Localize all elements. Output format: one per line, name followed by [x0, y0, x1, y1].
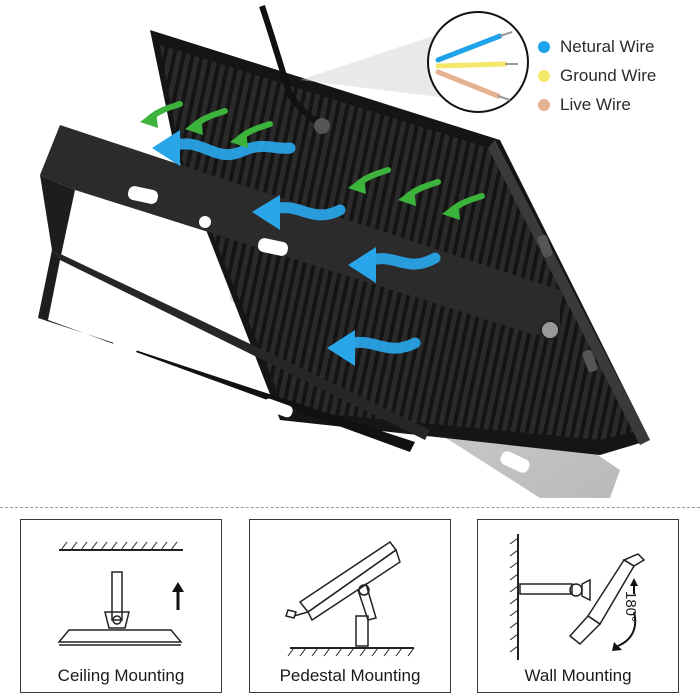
airflow-warm-arrowheads — [140, 110, 460, 220]
legend-item-neutral: Netural Wire — [538, 32, 698, 61]
legend-item-ground: Ground Wire — [538, 61, 698, 90]
wire-legend: Netural Wire Ground Wire Live Wire — [538, 32, 698, 119]
legend-item-live: Live Wire — [538, 90, 698, 119]
ceiling-mounting-label: Ceiling Mounting — [57, 666, 185, 685]
ground-wire-dot — [538, 69, 550, 82]
ceiling-mounting-diagram — [57, 541, 184, 646]
neutral-wire-dot — [538, 40, 550, 53]
wall-mounting-panel: 180° Wall Mounting — [477, 519, 679, 693]
legend-label: Netural Wire — [560, 36, 655, 56]
rotate-arrow-icon — [612, 578, 638, 651]
ceiling-mounting-panel: Ceiling Mounting — [20, 519, 222, 693]
pedestal-mounting-panel: Pedestal Mounting — [249, 519, 451, 693]
mounting-bracket — [38, 125, 560, 452]
airflow-cool-arrowheads — [152, 130, 376, 366]
wall-mounting-label: Wall Mounting — [524, 666, 632, 685]
legend-label: Ground Wire — [560, 65, 657, 85]
floodlight-illustration — [38, 5, 650, 498]
rotation-angle-label: 180° — [622, 590, 640, 623]
legend-label: Live Wire — [560, 94, 631, 114]
wire-zoom-circle — [427, 11, 529, 113]
wall-mounting-diagram — [509, 534, 646, 660]
live-wire-dot — [538, 98, 550, 111]
section-divider — [0, 507, 700, 508]
pedestal-mounting-diagram — [285, 540, 415, 657]
arrow-up-icon — [172, 582, 184, 610]
pedestal-mounting-label: Pedestal Mounting — [279, 666, 421, 685]
power-cable — [259, 5, 330, 134]
